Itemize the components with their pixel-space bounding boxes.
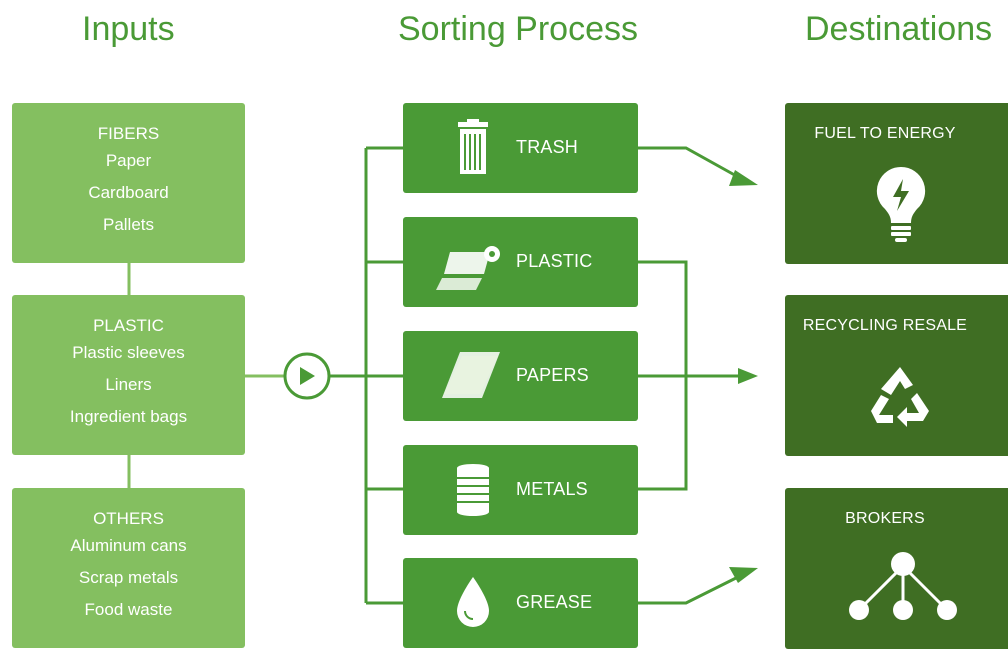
metal-can-icon — [457, 464, 489, 516]
input-item: Cardboard — [88, 183, 169, 202]
sorting-label: PAPERS — [516, 365, 589, 385]
header-sorting-process: Sorting Process — [398, 10, 638, 48]
destination-box-brokers: BROKERS — [785, 488, 1008, 649]
input-item: Ingredient bags — [69, 407, 188, 426]
input-box-others: OTHERS Aluminum cans Scrap metals Food w… — [12, 488, 245, 648]
network-icon — [849, 552, 957, 620]
input-category: PLASTIC — [93, 316, 164, 335]
input-item: Aluminum cans — [70, 536, 187, 555]
input-item: Food waste — [84, 600, 173, 619]
header-destinations: Destinations — [805, 10, 993, 48]
input-item: Pallets — [102, 215, 155, 234]
plastic-roll-icon — [436, 246, 500, 290]
sorting-label: GREASE — [516, 592, 593, 612]
input-category: OTHERS — [93, 509, 164, 528]
input-category: FIBERS — [97, 124, 160, 143]
input-item: Scrap metals — [78, 568, 179, 587]
sorting-box-metals: METALS — [403, 445, 638, 535]
destination-label: BROKERS — [845, 510, 925, 527]
sorting-label: PLASTIC — [516, 251, 593, 271]
sorting-box-papers: PAPERS — [403, 331, 638, 421]
trash-can-icon — [458, 119, 488, 174]
input-box-plastic: PLASTIC Plastic sleeves Liners Ingredien… — [12, 295, 245, 455]
header-inputs: Inputs — [82, 10, 175, 48]
input-item: Plastic sleeves — [72, 343, 185, 362]
lightbulb-bolt-icon — [876, 166, 926, 242]
input-box-fibers: FIBERS Paper Cardboard Pallets — [12, 103, 245, 263]
sorting-box-grease: GREASE — [403, 558, 638, 648]
destination-box-fuel-to-energy: FUEL TO ENERGY — [785, 103, 1008, 264]
destination-label: RECYCLING RESALE — [802, 317, 968, 334]
input-item: Paper — [105, 151, 152, 170]
grease-drop-icon — [457, 577, 489, 627]
paper-stack-icon — [442, 352, 500, 398]
sorting-box-trash: TRASH — [403, 103, 638, 193]
recycle-icon — [871, 367, 929, 427]
sorting-box-plastic: PLASTIC — [403, 217, 638, 307]
sorting-label: METALS — [516, 479, 588, 499]
destination-label: FUEL TO ENERGY — [814, 125, 956, 142]
sorting-label: TRASH — [516, 137, 579, 157]
destination-box-recycling-resale: RECYCLING RESALE — [785, 295, 1008, 456]
input-item: Liners — [105, 375, 152, 394]
